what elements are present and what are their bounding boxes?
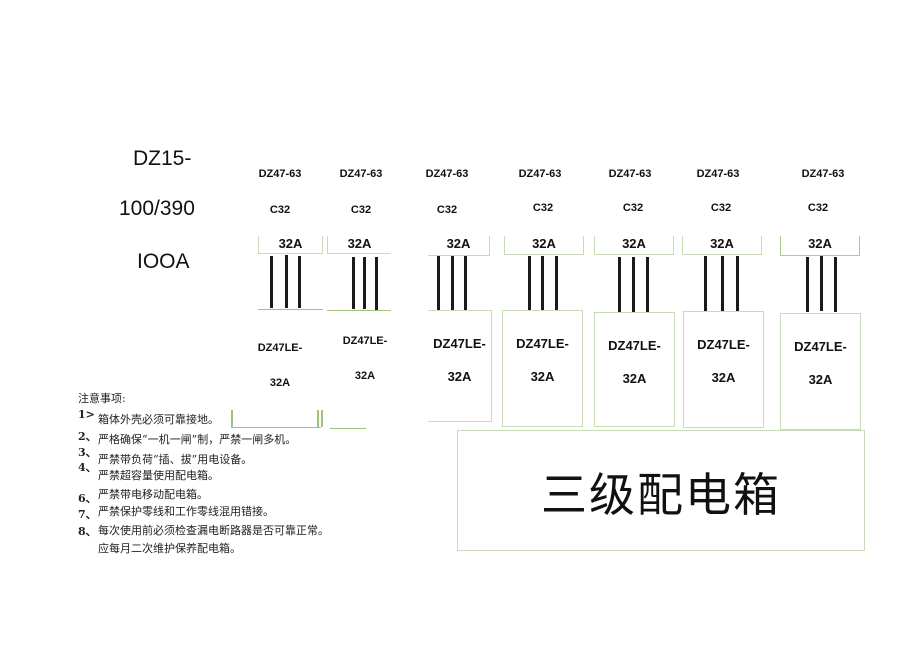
wire [555, 256, 558, 311]
branch-breaker-box: 32A [504, 236, 584, 255]
branch-top-model: DZ47-63 [608, 168, 652, 180]
branch-top-rating: 32A [710, 236, 734, 251]
wire [285, 255, 288, 308]
green-marker-line [231, 410, 233, 427]
branch-curve: C32 [710, 202, 732, 214]
note-text: 每次使用前必须检查漏电断路器是否可靠正常。 [98, 524, 329, 537]
branch-top-model: DZ47-63 [801, 168, 845, 180]
wire [736, 256, 739, 312]
green-marker-line [231, 427, 321, 428]
branch-rcd-top-edge [258, 309, 323, 310]
branch-top-model: DZ47-63 [425, 168, 469, 180]
branch-rcd-rating: 32A [808, 372, 833, 387]
note-text: 严禁带负荷“插、拔”用电设备。 [98, 453, 253, 466]
branch-breaker-box: 32A [258, 236, 323, 254]
branch-curve: C32 [807, 202, 829, 214]
note-text: 应每月二次维护保养配电箱。 [98, 542, 241, 555]
wire [834, 257, 837, 312]
branch-top-model: DZ47-63 [518, 168, 562, 180]
note-number: 7、 [78, 508, 97, 521]
wire [541, 256, 544, 311]
branch-curve: C32 [350, 204, 372, 216]
wire [464, 256, 467, 311]
branch-top-model: DZ47-63 [696, 168, 740, 180]
wire [646, 257, 649, 312]
branch-top-rating: 32A [278, 236, 303, 251]
branch-top-model: DZ47-63 [258, 168, 302, 180]
note-text: 严禁带电移动配电箱。 [98, 488, 208, 501]
note-number: 2、 [78, 430, 97, 443]
wire [528, 256, 531, 311]
branch-top-model: DZ47-63 [339, 168, 383, 180]
branch-curve: C32 [269, 204, 291, 216]
branch-rcd-box: DZ47LE- 32A [428, 310, 492, 422]
green-marker-line [321, 410, 323, 427]
branch-curve: C32 [436, 204, 458, 216]
branch-rcd-model: DZ47LE- [433, 336, 486, 351]
branch-breaker-box: 32A [780, 236, 860, 256]
branch-rcd-rating: 32A [622, 371, 647, 386]
branch-rcd-box: DZ47LE- 32A [594, 312, 675, 427]
wire [721, 256, 724, 312]
note-number: 8、 [78, 525, 97, 538]
wire [270, 256, 273, 308]
wire [375, 257, 378, 310]
note-text: 严格确保“一机一闸”制，严禁一闸多机。 [98, 433, 297, 446]
branch-rcd-box: DZ47LE- 32A [683, 311, 764, 428]
wire [352, 257, 355, 309]
branch-rcd-top-edge [327, 310, 391, 311]
branch-rcd-rating: 32A [447, 369, 472, 384]
branch-curve: C32 [532, 202, 554, 214]
green-marker-line [330, 428, 366, 429]
branch-rcd-model: DZ47LE- [257, 342, 303, 354]
wire [820, 256, 823, 311]
branch-rcd-model: DZ47LE- [697, 337, 750, 352]
branch-rcd-rating: 32A [530, 369, 555, 384]
branch-rcd-model: DZ47LE- [794, 339, 847, 354]
branch-breaker-box: 32A [428, 236, 490, 256]
distribution-box-title-panel: 三级配电箱 [457, 430, 865, 551]
green-marker-line [317, 410, 319, 427]
wire [704, 256, 707, 312]
wire [632, 257, 635, 312]
branch-rcd-model: DZ47LE- [342, 335, 388, 347]
branch-curve: C32 [622, 202, 644, 214]
branch-rcd-box: DZ47LE- 32A [780, 313, 861, 430]
branch-rcd-rating: 32A [354, 370, 376, 382]
note-number: 3、 [78, 446, 97, 459]
branch-rcd-model: DZ47LE- [608, 338, 661, 353]
note-text: 严禁超容量使用配电箱。 [98, 469, 219, 482]
branch-top-rating: 32A [622, 236, 646, 251]
wire [451, 256, 454, 310]
branch-rcd-box: DZ47LE- 32A [502, 310, 583, 427]
main-breaker-model: DZ15- [133, 147, 192, 170]
branch-breaker-box: 32A [594, 236, 674, 255]
note-number: 6、 [78, 492, 97, 505]
wire [806, 257, 809, 312]
note-text: 严禁保护零线和工作零线混用错接。 [98, 505, 274, 518]
wire [618, 257, 621, 312]
note-number: 4、 [78, 461, 97, 474]
note-number: 1> [78, 408, 95, 421]
note-text: 箱体外壳必须可靠接地。 [98, 413, 219, 426]
branch-breaker-box: 32A [327, 236, 391, 254]
branch-top-rating: 32A [446, 236, 471, 251]
wire [298, 256, 301, 308]
branch-top-rating: 32A [808, 236, 832, 251]
wire [437, 256, 440, 310]
main-breaker-rating: IOOA [137, 250, 190, 273]
branch-top-rating: 32A [532, 236, 556, 251]
distribution-box-title: 三级配电箱 [541, 468, 781, 522]
branch-top-rating: 32A [347, 236, 372, 251]
branch-rcd-model: DZ47LE- [516, 336, 569, 351]
wire [363, 257, 366, 309]
notes-heading: 注意事项: [78, 392, 126, 405]
main-breaker-spec: 100/390 [119, 197, 195, 220]
branch-rcd-rating: 32A [269, 377, 291, 389]
branch-rcd-rating: 32A [711, 370, 736, 385]
branch-breaker-box: 32A [682, 236, 762, 255]
